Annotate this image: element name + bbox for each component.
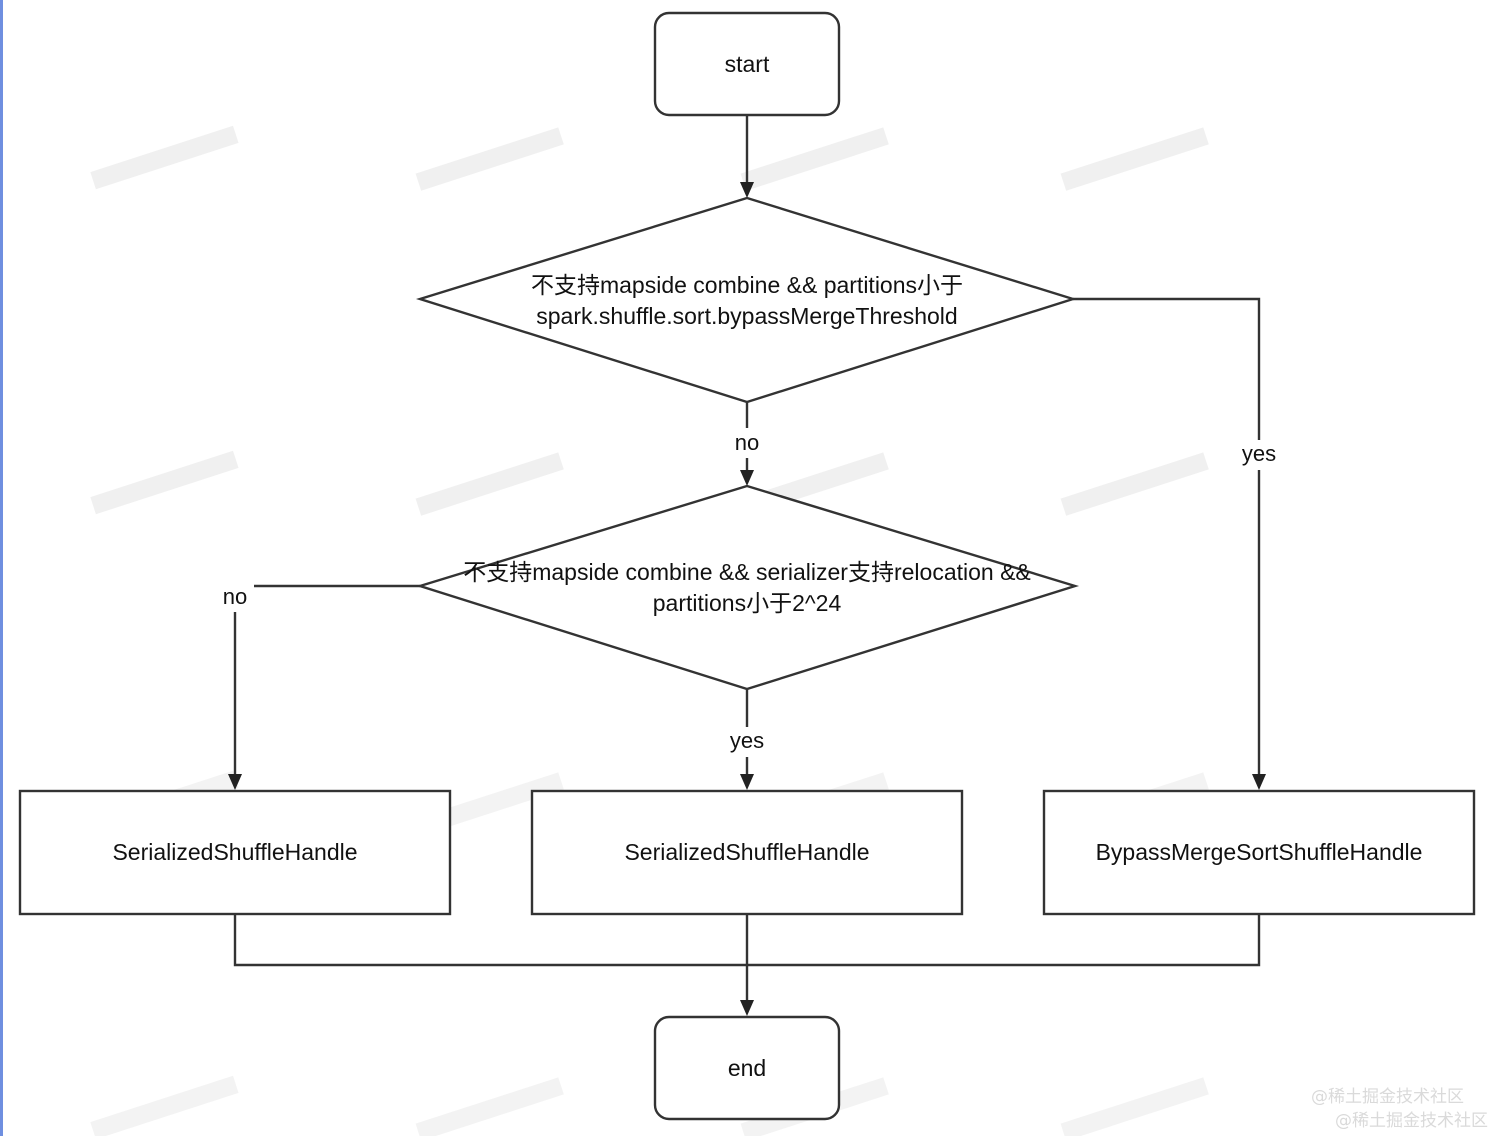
arrowhead-icon [740, 182, 754, 198]
arrowhead-icon [740, 774, 754, 790]
serialized-shuffle-handle-left: SerializedShuffleHandle [18, 789, 452, 916]
decision-bypass-merge-threshold: 不支持mapside combine && partitions小于 spark… [415, 196, 1078, 404]
end-label: end [728, 1055, 766, 1081]
edge-decision1-yes [1073, 297, 1261, 777]
arrowhead-icon [228, 774, 242, 790]
watermark-line1: @稀土掘金技术社区 [1311, 1087, 1464, 1107]
edge-decision2-no [233, 584, 420, 777]
decision1-line1: 不支持mapside combine && partitions小于 [531, 272, 963, 298]
serialized-shuffle-handle-middle: SerializedShuffleHandle [530, 789, 964, 916]
decision-serialized-shuffle: 不支持mapside combine && serializer支持reloca… [415, 484, 1080, 691]
end-node: end [653, 1015, 841, 1121]
handle-middle-label: SerializedShuffleHandle [624, 839, 869, 865]
start-node: start [653, 11, 841, 117]
edge-label-decision1-no: no [735, 430, 759, 455]
decision1-line2: spark.shuffle.sort.bypassMergeThreshold [536, 303, 957, 329]
start-label: start [725, 51, 770, 77]
decision2-line2: partitions小于2^24 [653, 590, 842, 616]
arrowhead-icon [1252, 774, 1266, 790]
window-left-edge [0, 0, 3, 1136]
edge-label-decision2-no: no [223, 584, 247, 609]
arrowhead-icon [740, 1000, 754, 1016]
edge-label-decision2-yes: yes [730, 728, 764, 753]
handle-right-label: BypassMergeSortShuffleHandle [1096, 839, 1423, 865]
handle-left-label: SerializedShuffleHandle [112, 839, 357, 865]
corner-watermark: @稀土掘金技术社区 @稀土掘金技术社区 [1311, 1087, 1488, 1131]
decision2-line1: 不支持mapside combine && serializer支持reloca… [463, 559, 1031, 585]
watermark-line2: @稀土掘金技术社区 [1335, 1111, 1488, 1131]
edge-label-decision1-yes: yes [1242, 441, 1276, 466]
bypass-merge-sort-shuffle-handle: BypassMergeSortShuffleHandle [1042, 789, 1476, 916]
arrowhead-icon [740, 470, 754, 486]
